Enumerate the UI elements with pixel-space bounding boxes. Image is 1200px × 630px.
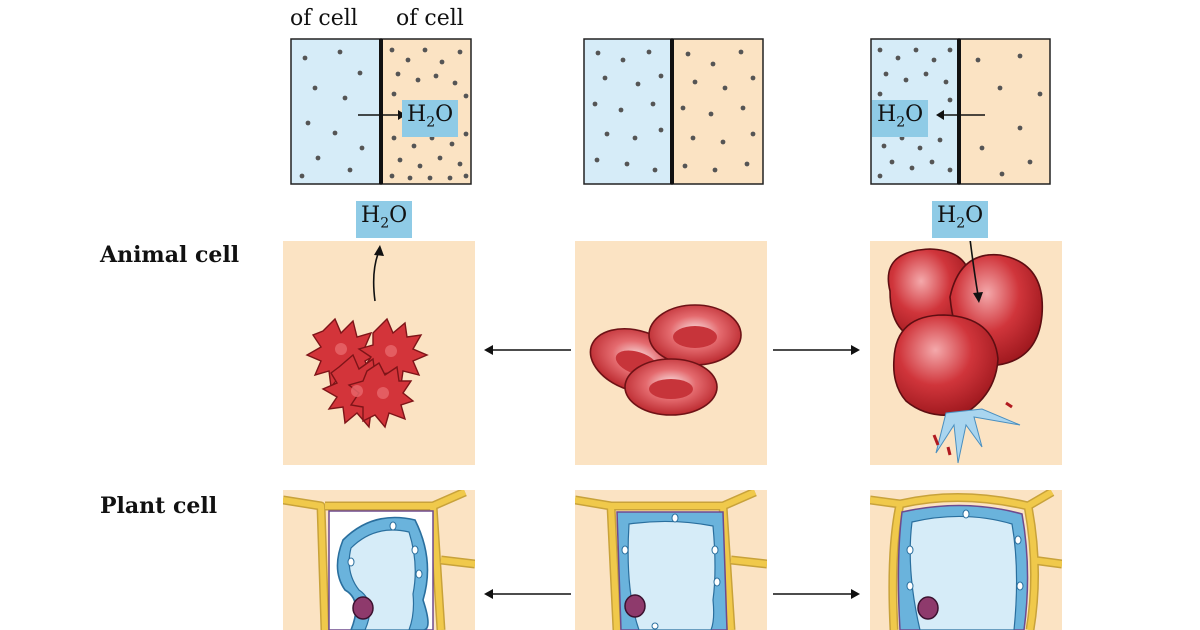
shriveled-red-cells bbox=[305, 317, 429, 429]
cell-wall bbox=[575, 490, 767, 630]
solution-box-isotonic-svg bbox=[583, 38, 764, 185]
plant-panel-plasmolyzed bbox=[283, 490, 475, 630]
h2o-tag-animal-left: H2O bbox=[356, 201, 413, 239]
plant-panel-flaccid bbox=[575, 490, 767, 630]
h2o-tag-animal-right: H2O bbox=[932, 201, 989, 239]
nucleus bbox=[624, 594, 646, 618]
nucleus bbox=[352, 596, 374, 620]
solute-dots bbox=[592, 49, 756, 173]
animal-panel-shriveled bbox=[283, 241, 475, 465]
solute-dots bbox=[299, 47, 469, 181]
arrow-icon bbox=[851, 345, 860, 355]
solution-box-hypertonic bbox=[290, 38, 472, 185]
h2o-tag-top-left: H2O bbox=[402, 100, 459, 138]
top-label-right: of cell bbox=[396, 6, 464, 31]
solution-box-isotonic bbox=[583, 38, 765, 185]
arrow-icon bbox=[372, 250, 380, 302]
vacuole bbox=[348, 529, 416, 630]
normal-red-cells bbox=[589, 304, 742, 416]
arrow-icon bbox=[973, 292, 983, 303]
arrow-animal-right bbox=[771, 343, 861, 357]
shriveled-cells-svg bbox=[305, 245, 429, 429]
plasmolyzed-cell-svg bbox=[283, 490, 475, 630]
flaccid-cell-svg bbox=[575, 490, 767, 630]
arrow-animal-left bbox=[483, 343, 573, 357]
turgid-cell-svg bbox=[870, 490, 1062, 630]
h2o-tag-top-right: H2O bbox=[872, 100, 929, 138]
top-label-left: of cell bbox=[290, 6, 358, 31]
solute-dots bbox=[877, 47, 1043, 179]
nucleus bbox=[917, 596, 939, 620]
normal-cells-svg bbox=[589, 304, 742, 416]
arrow-icon bbox=[484, 345, 493, 355]
animal-panel-lysed bbox=[870, 241, 1062, 465]
solution-box-hypotonic bbox=[870, 38, 1052, 185]
animal-cell-label: Animal cell bbox=[100, 242, 240, 268]
lysed-cells-svg bbox=[887, 241, 1044, 464]
swollen-red-cells bbox=[887, 248, 1044, 417]
plant-panel-turgid bbox=[870, 490, 1062, 630]
cell-wall bbox=[870, 490, 1062, 630]
solution-box-hypotonic-svg bbox=[870, 38, 1051, 185]
arrow-plant-right bbox=[771, 587, 861, 601]
water-flow-icon bbox=[932, 401, 1021, 464]
animal-panel-normal bbox=[575, 241, 767, 465]
arrow-icon bbox=[851, 589, 860, 599]
arrow-icon bbox=[484, 589, 493, 599]
arrow-plant-left bbox=[483, 587, 573, 601]
plant-cell-label: Plant cell bbox=[100, 493, 218, 519]
cell-wall bbox=[283, 490, 475, 630]
solution-box-hypertonic-svg bbox=[290, 38, 472, 185]
